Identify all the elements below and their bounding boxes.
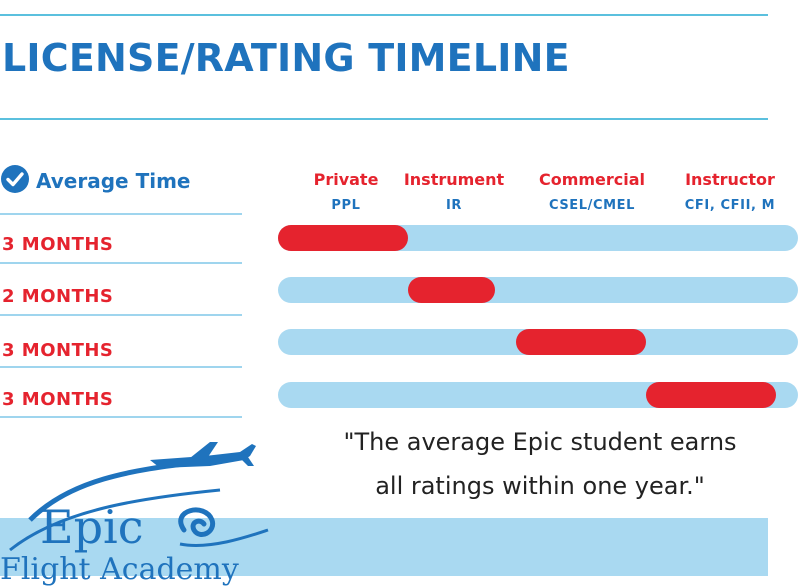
footer-band bbox=[0, 518, 768, 576]
phase-instructor-name: Instructor bbox=[685, 170, 775, 189]
quote: "The average Epic student earns all rati… bbox=[290, 420, 790, 508]
row-divider bbox=[0, 213, 242, 215]
top-rule bbox=[0, 14, 768, 16]
timeline-bar-commercial bbox=[516, 329, 647, 355]
logo: Epic Flight Academy bbox=[0, 440, 280, 587]
timeline-bar-private bbox=[278, 225, 408, 251]
row-divider bbox=[0, 262, 242, 264]
timeline-bar-instrument bbox=[408, 277, 495, 303]
phase-instrument: Instrument IR bbox=[404, 170, 504, 213]
phase-commercial-code: CSEL/CMEL bbox=[548, 198, 636, 213]
quote-line-2: all ratings within one year." bbox=[375, 472, 705, 500]
phase-private-name: Private bbox=[313, 170, 379, 189]
timeline-track-private bbox=[278, 225, 798, 251]
duration-private: 3 MONTHS bbox=[2, 234, 114, 255]
phase-instrument-code: IR bbox=[445, 198, 463, 213]
phase-instrument-name: Instrument bbox=[403, 170, 505, 189]
logo-subtitle: Flight Academy bbox=[0, 552, 239, 587]
phase-instructor-code: CFI, CFII, M bbox=[684, 198, 776, 213]
duration-commercial: 3 MONTHS bbox=[2, 340, 114, 361]
page-title: LICENSE/RATING TIMELINE bbox=[2, 36, 570, 80]
timeline-track-instructor bbox=[278, 382, 798, 408]
airplane-icon bbox=[9, 442, 269, 552]
phase-commercial-name: Commercial bbox=[538, 170, 646, 189]
average-time-label: Average Time bbox=[36, 169, 191, 193]
row-divider bbox=[0, 314, 242, 316]
phase-private-code: PPL bbox=[331, 198, 361, 213]
timeline-bar-instructor bbox=[646, 382, 777, 408]
average-time-heading: Average Time bbox=[0, 164, 190, 198]
check-circle-icon bbox=[0, 164, 30, 198]
logo-wordmark: Epic bbox=[40, 500, 144, 554]
phase-instructor: Instructor CFI, CFII, M bbox=[685, 170, 775, 213]
title-rule bbox=[0, 118, 768, 120]
phase-private: Private PPL bbox=[314, 170, 379, 213]
duration-instructor: 3 MONTHS bbox=[2, 389, 114, 410]
timeline-track-instrument bbox=[278, 277, 798, 303]
quote-line-1: "The average Epic student earns bbox=[343, 428, 737, 456]
duration-instrument: 2 MONTHS bbox=[2, 286, 114, 307]
row-divider bbox=[0, 416, 242, 418]
row-divider bbox=[0, 366, 242, 368]
timeline-track-commercial bbox=[278, 329, 798, 355]
phase-commercial: Commercial CSEL/CMEL bbox=[539, 170, 645, 213]
